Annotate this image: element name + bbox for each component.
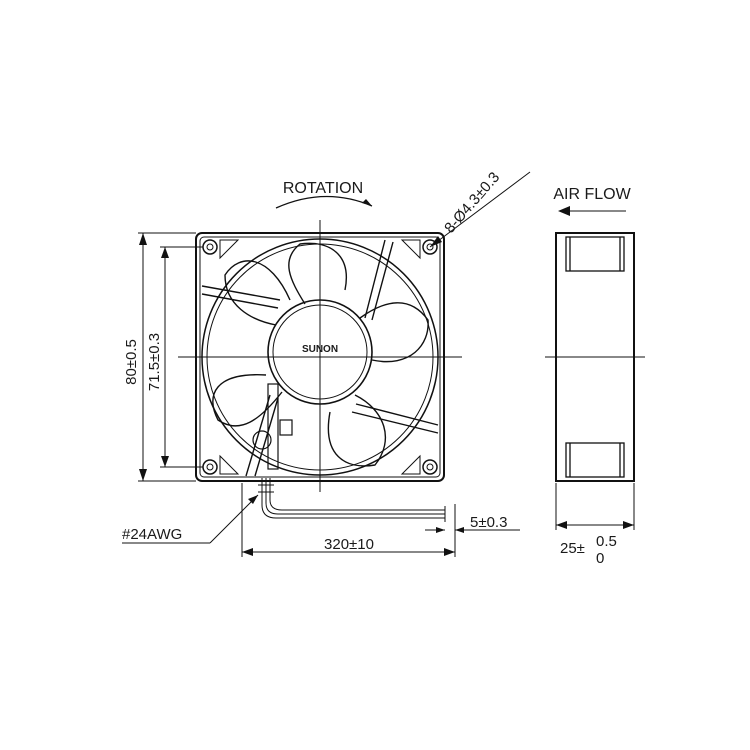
depth-dimension: 25± 0.5 0 bbox=[555, 483, 635, 567]
rotation-label: ROTATION bbox=[283, 180, 363, 197]
wire-gauge-leader bbox=[209, 494, 259, 544]
hole-leader-line bbox=[429, 171, 531, 248]
side-top-pocket bbox=[565, 236, 625, 272]
depth-lower-tolerance: 0 bbox=[596, 550, 604, 567]
corner-web-bottom-left bbox=[219, 454, 240, 475]
side-view: AIR FLOW 25± 0.5 0 bbox=[545, 186, 645, 567]
spoke-bottom-right bbox=[351, 403, 439, 434]
rotation-arc-arrow bbox=[275, 195, 373, 209]
blade-3 bbox=[327, 394, 386, 467]
spoke-top-right bbox=[364, 239, 394, 321]
hole-leader-arrow bbox=[430, 236, 442, 247]
side-bottom-pocket bbox=[565, 442, 625, 478]
lead-wire: 320±10 5±0.3 #24AWG bbox=[122, 478, 520, 557]
air-flow-label: AIR FLOW bbox=[553, 186, 631, 203]
blade-5 bbox=[224, 260, 291, 326]
rotation-arrowhead bbox=[362, 199, 372, 206]
corner-web-top-left bbox=[219, 239, 240, 260]
mounting-hole-bottom-right bbox=[422, 459, 438, 475]
blade-1 bbox=[288, 242, 347, 305]
air-flow-arrowhead bbox=[558, 206, 570, 216]
blade-4 bbox=[212, 374, 283, 427]
wire-gauge-label: #24AWG bbox=[122, 526, 182, 543]
strip-length-dimension: 5±0.3 bbox=[425, 514, 520, 533]
depth-base-label: 25± bbox=[560, 540, 585, 557]
mounting-hole-top-right bbox=[422, 239, 438, 255]
front-centerlines bbox=[178, 220, 462, 492]
depth-upper-tolerance: 0.5 bbox=[596, 533, 617, 550]
motor-spokes bbox=[201, 239, 439, 477]
wire-twist-marks bbox=[258, 484, 274, 493]
mounting-hole-callout: 8-Ø4.3±0.3 bbox=[429, 169, 531, 248]
outer-size-label: 80±0.5 bbox=[123, 339, 140, 385]
wire-bundle bbox=[261, 478, 445, 519]
outer-size-dimension: 80±0.5 bbox=[123, 232, 196, 482]
strip-length-label: 5±0.3 bbox=[470, 514, 507, 531]
rotation-indicator: ROTATION bbox=[275, 180, 373, 209]
spoke-top-left bbox=[201, 285, 281, 309]
fan-blades bbox=[212, 242, 429, 467]
mounting-hole-label: 8-Ø4.3±0.3 bbox=[441, 169, 503, 237]
corner-web-bottom-right bbox=[400, 454, 421, 475]
hole-spacing-label: 71.5±0.3 bbox=[146, 333, 163, 391]
mounting-hole-bottom-left bbox=[202, 459, 218, 475]
lead-length-label: 320±10 bbox=[324, 536, 374, 553]
mounting-hole-top-left bbox=[202, 239, 218, 255]
spoke-bottom-left bbox=[245, 394, 279, 477]
blade-2 bbox=[359, 302, 429, 363]
wire-clip bbox=[252, 383, 293, 470]
front-view: SUNON bbox=[178, 220, 462, 492]
corner-web-top-right bbox=[400, 239, 421, 260]
hole-spacing-dimension: 71.5±0.3 bbox=[146, 246, 203, 468]
wire-gauge-callout: #24AWG bbox=[122, 494, 259, 544]
